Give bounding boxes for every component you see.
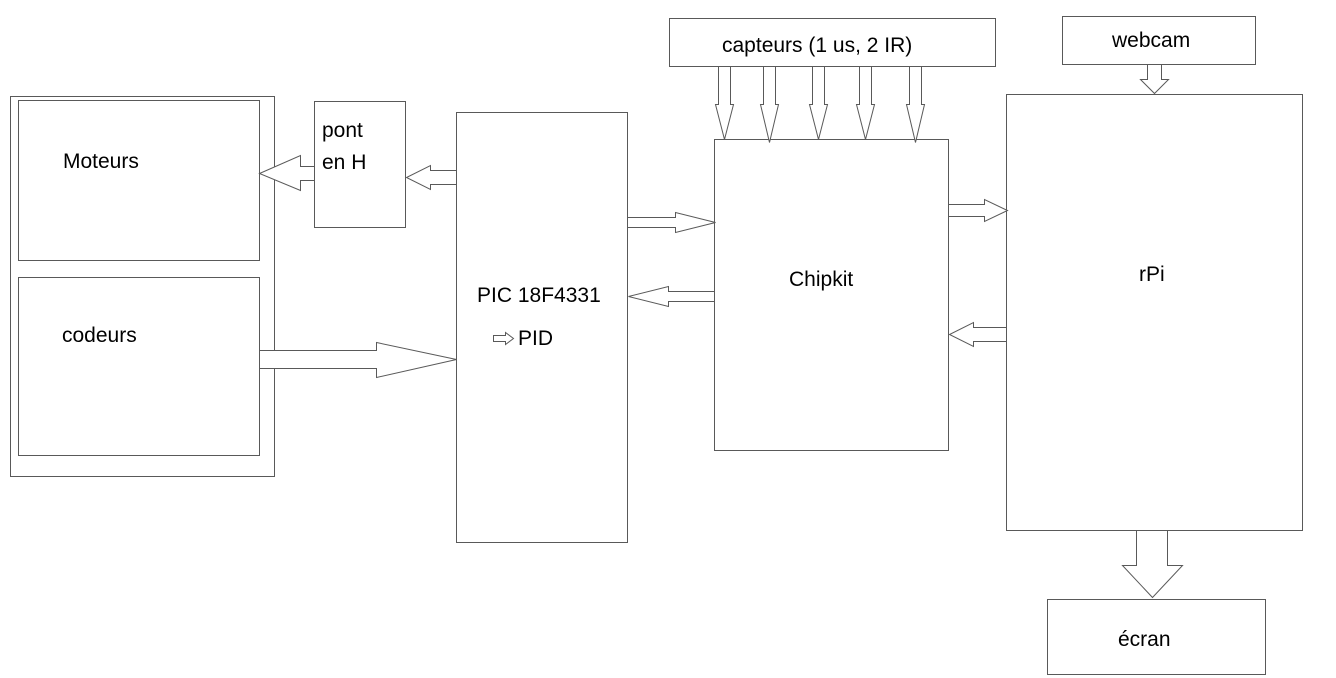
arrow-rpi-to-chipkit (948, 321, 1007, 348)
arrow-capteur-2 (759, 66, 780, 143)
pont-en-h-block (314, 101, 406, 228)
chipkit-block (714, 139, 949, 451)
ecran-label: écran (1118, 628, 1171, 651)
arrow-pic-to-pont (405, 164, 457, 191)
arrow-rpi-to-ecran (1121, 530, 1184, 599)
arrow-capteur-1 (714, 66, 735, 140)
capteurs-label: capteurs (1 us, 2 IR) (722, 34, 912, 57)
webcam-block (1062, 16, 1256, 65)
rpi-label: rPi (1139, 263, 1165, 286)
pic-block (456, 112, 628, 543)
codeurs-label: codeurs (62, 324, 137, 347)
arrow-chipkit-to-pic (628, 285, 715, 308)
arrow-pont-to-moteurs (258, 154, 315, 192)
pont-label-line2: en H (322, 151, 366, 174)
arrow-chipkit-to-rpi (948, 198, 1009, 223)
arrow-webcam-to-rpi (1139, 64, 1170, 95)
rpi-block (1006, 94, 1303, 531)
ecran-block (1047, 599, 1266, 675)
arrow-codeurs-to-pic (259, 341, 457, 379)
codeurs-block (18, 277, 260, 456)
moteurs-label: Moteurs (63, 150, 139, 173)
moteurs-block (18, 100, 260, 261)
arrow-capteur-4 (855, 66, 876, 140)
capteurs-block (669, 18, 996, 67)
arrow-capteur-3 (808, 66, 829, 140)
arrow-capteur-5 (905, 66, 926, 143)
webcam-label: webcam (1111, 29, 1190, 52)
pont-label-line1: pont (322, 119, 363, 142)
arrow-pic-to-chipkit (627, 211, 716, 234)
chipkit-label: Chipkit (789, 268, 853, 291)
pid-arrow-icon (493, 331, 515, 346)
pic-label: PIC 18F4331 (477, 284, 601, 307)
pid-label: PID (518, 327, 553, 350)
